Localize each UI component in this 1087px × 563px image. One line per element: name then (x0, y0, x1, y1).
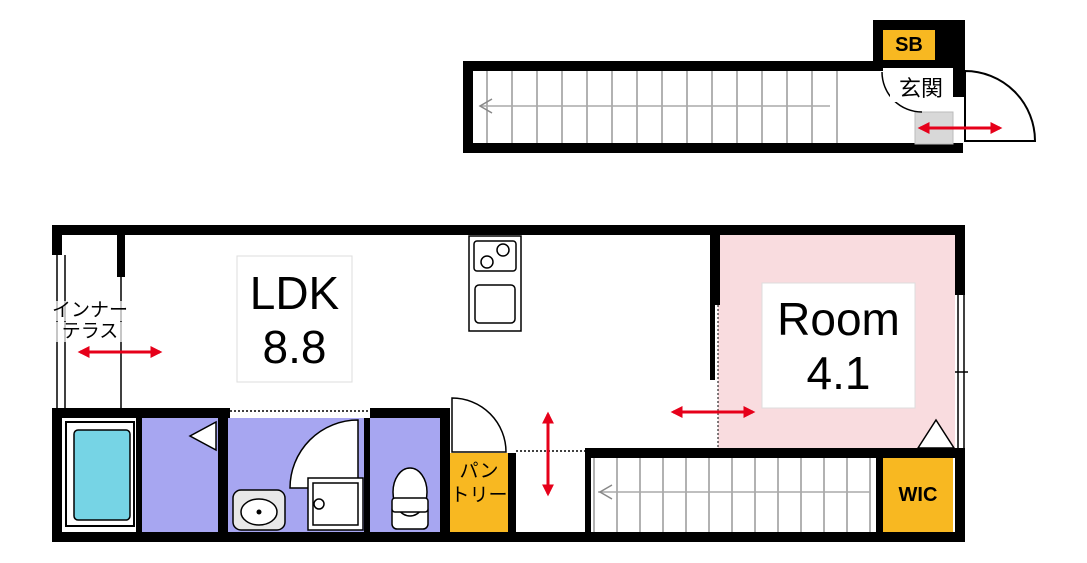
ldk-name-label: LDK (249, 267, 340, 319)
wic-fill (883, 458, 953, 532)
entrance-door (964, 69, 1037, 142)
wic-label: WIC (898, 484, 938, 506)
wall-bottom (52, 532, 965, 542)
toilet-partition-b (440, 408, 450, 532)
pantry-fill (448, 453, 510, 532)
wall-left-lower (52, 408, 62, 542)
lower-floor (52, 225, 968, 542)
bath-partition (136, 418, 142, 532)
wic-triangle (916, 418, 956, 449)
wash-mirror (188, 420, 217, 452)
terrace-partition (117, 235, 125, 277)
upper-stair-arrow-head (478, 98, 493, 114)
inner-terrace-label-2: テラス (48, 322, 132, 342)
washing-machine-drum (313, 498, 325, 510)
wet-wall-top (52, 408, 230, 418)
pantry-label-2: トリー (450, 485, 508, 506)
room-wall-left-low (710, 305, 715, 380)
upper-stairs (486, 71, 838, 143)
room-name-label: Room (777, 293, 900, 345)
upper-wall-top (463, 61, 883, 71)
lower-stairs (593, 458, 871, 532)
toilet-tank-lid (391, 497, 429, 513)
pantry-label-1: パン (459, 461, 499, 482)
bathtub-basin (73, 429, 131, 521)
lower-stair-arrow-head (598, 484, 613, 500)
washbasin-drain (256, 509, 262, 515)
upper-floor (463, 20, 1037, 153)
wet-wall-top-2 (370, 408, 450, 418)
burner-1 (480, 255, 494, 269)
inner-terrace-label-1: インナー (48, 301, 132, 321)
upper-wall-bottom (463, 143, 963, 153)
sb-box (883, 30, 935, 60)
burner-2 (496, 243, 510, 257)
lower-stair-wall-left (585, 448, 591, 532)
wash-partition (218, 408, 228, 532)
wall-right-upper (955, 225, 965, 295)
upper-wall-left (463, 61, 473, 153)
toilet-partition-a (364, 418, 370, 532)
wic-wall-left (876, 448, 883, 532)
ldk-size-label: 8.8 (262, 321, 327, 373)
ldk-label-frame (236, 255, 353, 383)
entrance-label: 玄関 (890, 76, 952, 102)
wall-top (52, 225, 965, 235)
room-label-frame (761, 282, 916, 409)
stove (473, 240, 517, 272)
wall-left-upper (52, 225, 62, 255)
sink (474, 284, 516, 324)
upper-wall-right-top (953, 61, 965, 97)
room-wall-left (710, 235, 720, 305)
room-size-label: 4.1 (806, 347, 871, 399)
pantry-partition (508, 453, 516, 532)
wash-door (289, 419, 359, 489)
lower-stair-wall-top (585, 448, 955, 458)
sb-label: SB (895, 34, 923, 56)
pantry-door (451, 397, 507, 453)
washing-machine-inner (312, 482, 359, 526)
wall-right-lower (955, 448, 965, 542)
